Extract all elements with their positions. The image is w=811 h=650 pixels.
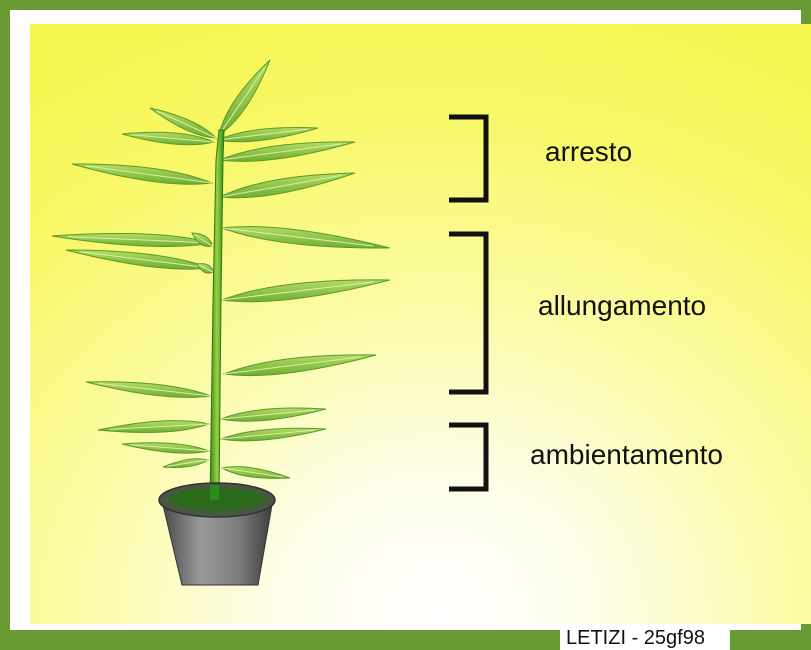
potted-plant-icon — [159, 130, 275, 585]
stage-label-arrest: arresto — [545, 136, 632, 168]
bracket-elongation — [449, 234, 486, 392]
leaf — [221, 408, 326, 421]
bracket-acclimatization — [449, 425, 486, 489]
leaf-vein — [219, 68, 265, 136]
stage-label-acclimatization: ambientamento — [530, 439, 723, 471]
plant-stem — [210, 130, 224, 500]
author-credit: LETIZI - 25gf98 — [560, 626, 730, 650]
stem-base — [210, 485, 219, 500]
bracket-arrest — [449, 117, 486, 200]
stage-brackets — [449, 117, 486, 489]
stage-label-elongation: allungamento — [538, 290, 706, 322]
flower-pot-icon — [159, 483, 275, 585]
